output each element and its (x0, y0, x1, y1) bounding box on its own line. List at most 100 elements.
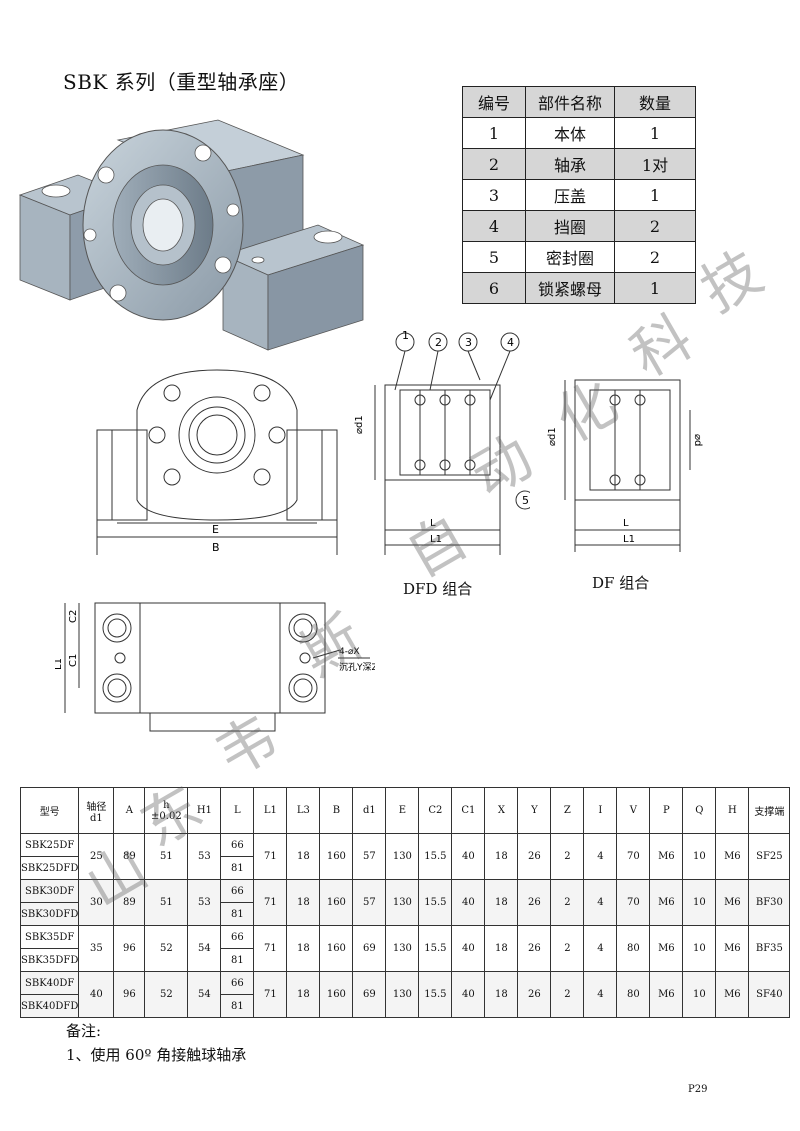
table-cell: 80 (616, 971, 651, 1018)
top-view-drawing: L1 C1 C2 4-⌀X 沉孔Y深Z (55, 602, 375, 732)
table-cell: 81 (220, 948, 255, 972)
table-cell: 81 (220, 902, 255, 926)
model-cell: SBK30DF (19, 879, 80, 903)
model-cell: SBK30DFD (19, 902, 80, 926)
table-cell: 2 (614, 210, 696, 242)
spec-header-cell: 支撑端 (748, 787, 791, 834)
table-cell: 30 (78, 879, 115, 926)
table-cell: 2 (550, 971, 585, 1018)
dim-label-b: B (212, 541, 220, 554)
table-cell: M6 (715, 879, 750, 926)
table-cell: 71 (253, 833, 288, 880)
table-cell: 52 (144, 925, 189, 972)
spec-header-cell: X (484, 787, 519, 834)
table-cell: BF30 (748, 879, 791, 926)
df-caption: DF 组合 (592, 574, 650, 592)
table-cell: 26 (517, 833, 552, 880)
table-cell: 2 (550, 925, 585, 972)
page-title: SBK 系列（重型轴承座） (63, 70, 300, 94)
table-cell: 1 (614, 272, 696, 304)
table-cell: 10 (682, 833, 717, 880)
table-cell: 18 (286, 971, 321, 1018)
table-cell: 70 (616, 879, 651, 926)
table-cell: 71 (253, 879, 288, 926)
spec-header-cell: d1 (352, 787, 387, 834)
table-cell: 3 (462, 179, 526, 211)
parts-header-cell: 部件名称 (525, 86, 615, 118)
table-cell: 40 (451, 971, 486, 1018)
table-cell: BF35 (748, 925, 791, 972)
table-cell: 35 (78, 925, 115, 972)
table-cell: 18 (286, 833, 321, 880)
spec-table-header: 型号 轴径 d1 A h ±0.02 H1 L L1 L3 B d1 E C2 … (19, 787, 791, 834)
table-cell: 40 (451, 879, 486, 926)
table-cell: 160 (319, 971, 354, 1018)
model-cell: SBK35DFD (19, 948, 80, 972)
table-cell: 57 (352, 833, 387, 880)
table-cell: 2 (462, 148, 526, 180)
table-cell: 52 (144, 971, 189, 1018)
table-cell: 4 (583, 925, 618, 972)
dim-label-l-df: L (623, 518, 629, 529)
table-cell: 4 (583, 833, 618, 880)
notes-title: 备注: (66, 1022, 102, 1040)
spec-header-cell: 轴径 d1 (78, 787, 115, 834)
spec-header-cell: Z (550, 787, 585, 834)
dim-label-l1-top: L1 (55, 658, 64, 670)
table-cell: 80 (616, 925, 651, 972)
table-cell: 4 (462, 210, 526, 242)
spec-header-cell: 型号 (19, 787, 80, 834)
watermark-char: 技 (689, 237, 774, 326)
table-cell: 66 (220, 879, 255, 903)
table-cell: 89 (113, 879, 146, 926)
table-cell: 1 (614, 179, 696, 211)
table-cell: 轴承 (525, 148, 615, 180)
table-cell: 15.5 (418, 879, 453, 926)
table-cell: 18 (286, 879, 321, 926)
table-row: SBK40DF 40 96 52 54 66 71 18 160 69 130 … (19, 971, 791, 1018)
table-row: SBK25DF 25 89 51 53 66 71 18 160 57 130 … (19, 833, 791, 880)
dim-label-c1: C1 (68, 654, 79, 667)
spec-header-cell: L1 (253, 787, 288, 834)
table-cell: 15.5 (418, 971, 453, 1018)
table-cell: 18 (484, 971, 519, 1018)
hole-spec-1: 4-⌀X (339, 647, 360, 657)
table-cell: 18 (286, 925, 321, 972)
table-row: SBK30DFD 81 (19, 902, 790, 926)
table-cell: 40 (451, 925, 486, 972)
table-cell: M6 (649, 925, 684, 972)
table-cell: 1 (614, 117, 696, 149)
table-cell: 130 (385, 925, 420, 972)
table-cell: 5 (462, 241, 526, 273)
table-cell: 15.5 (418, 833, 453, 880)
spec-header-cell: P (649, 787, 684, 834)
table-cell: 26 (517, 971, 552, 1018)
table-cell: 130 (385, 833, 420, 880)
table-cell: M6 (715, 833, 750, 880)
table-row: SBK40DFD 81 (19, 994, 790, 1018)
callout-2: 2 (435, 336, 442, 349)
parts-table-header: 编号 部件名称 数量 (462, 86, 696, 118)
spec-header-cell: V (616, 787, 651, 834)
table-cell: 54 (187, 971, 222, 1018)
callout-3: 3 (465, 336, 472, 349)
dim-label-l1-df: L1 (623, 534, 635, 545)
spec-header-cell: E (385, 787, 420, 834)
spec-header-cell: L (220, 787, 255, 834)
spec-header-cell: B (319, 787, 354, 834)
hole-spec-2: 沉孔Y深Z (339, 662, 375, 673)
table-cell: 10 (682, 925, 717, 972)
table-cell: M6 (649, 971, 684, 1018)
table-cell: 4 (583, 971, 618, 1018)
spec-header-cell: C1 (451, 787, 486, 834)
table-cell: M6 (715, 971, 750, 1018)
table-cell: 40 (78, 971, 115, 1018)
table-cell: 6 (462, 272, 526, 304)
dfd-caption: DFD 组合 (403, 580, 473, 598)
dim-label-l: L (430, 518, 436, 529)
